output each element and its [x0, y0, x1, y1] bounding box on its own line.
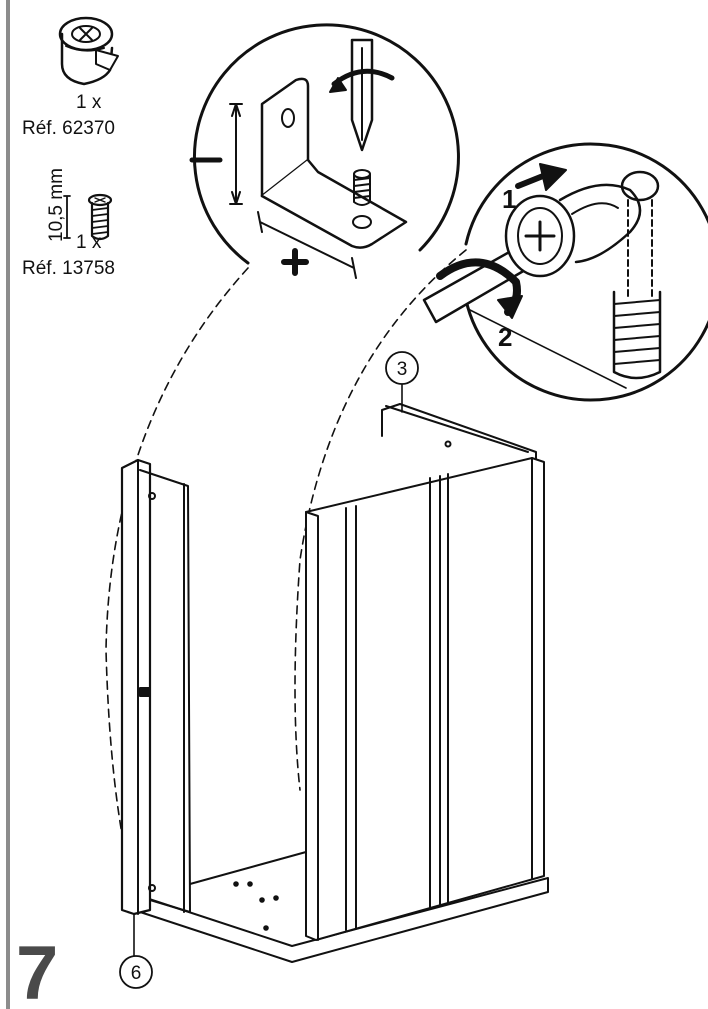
arrow-2-label: 2: [498, 322, 512, 352]
bracket-detail-circle: [189, 23, 460, 279]
step-number: 7: [16, 931, 59, 1009]
callout-6: 6: [119, 955, 153, 989]
page-margin-rule: [6, 0, 10, 1009]
part-1-reference: Réf. 62370: [22, 118, 115, 139]
plus-sign: [281, 248, 309, 276]
screw-insert-icon: [63, 193, 113, 241]
leader-right: [294, 249, 467, 791]
cam-lock-detail-circle: 1 2: [422, 142, 708, 402]
part-1-quantity: 1 x: [76, 92, 102, 113]
leader-left: [105, 267, 249, 891]
part-2-reference: Réf. 13758: [22, 258, 115, 279]
callout-3: 3: [385, 351, 419, 385]
callout-3-label: 3: [397, 359, 408, 380]
cabinet-assembly: [120, 383, 549, 963]
callout-6-label: 6: [131, 963, 142, 984]
arrow-1-label: 1: [502, 184, 516, 214]
cam-lock-icon: [58, 16, 119, 86]
